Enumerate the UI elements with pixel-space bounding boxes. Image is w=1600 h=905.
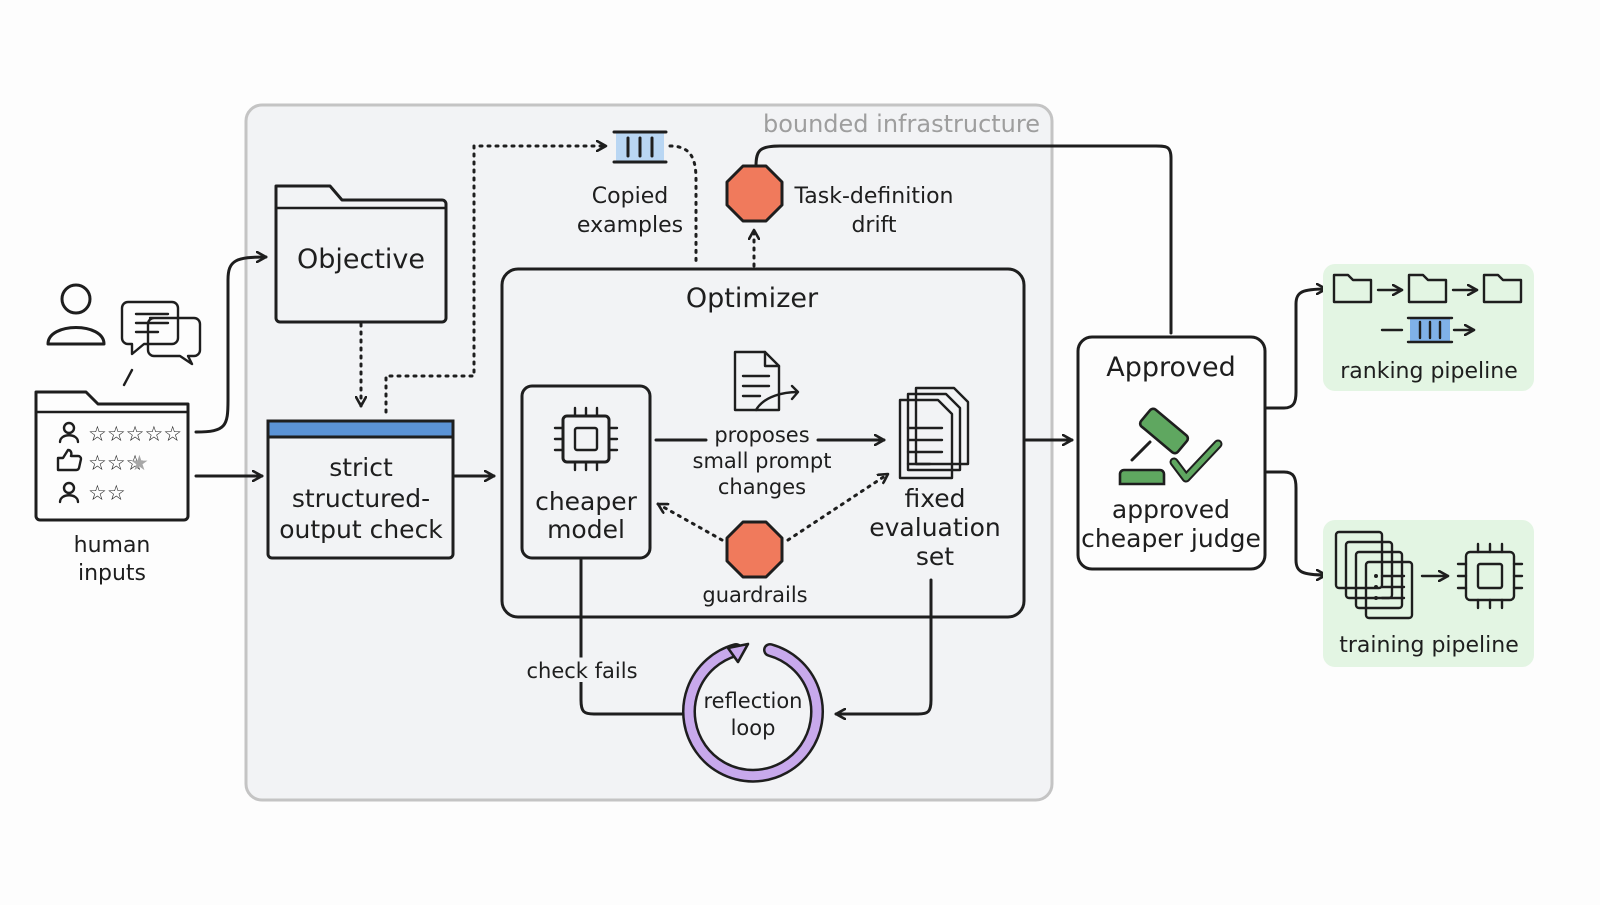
approved-judge-box: Approved approved cheaper judge xyxy=(1076,335,1267,571)
reflection-loop: check fails reflection loop xyxy=(522,558,933,783)
arrow-eval-set-to-loop xyxy=(834,578,933,714)
check-fails-label: check fails xyxy=(526,659,637,683)
task-definition-drift: Task-definition drift xyxy=(725,164,954,238)
arrow-approved-to-ranking xyxy=(1265,289,1328,410)
folder-icon-3 xyxy=(1482,273,1523,304)
dotted-line-copied-to-optimizer xyxy=(668,144,698,268)
check-label-line3: output check xyxy=(279,515,443,544)
thumbs-up-icon xyxy=(56,448,83,472)
optimizer-title: Optimizer xyxy=(686,283,819,314)
reflection-loop-line1: reflection xyxy=(703,689,802,713)
eval-set-line1: fixed xyxy=(904,484,965,513)
approved-judge-line1: approved xyxy=(1112,495,1230,524)
human-inputs-label-line1: human xyxy=(74,533,151,558)
bounded-infrastructure-label: bounded infrastructure xyxy=(763,110,1040,138)
svg-text:★: ★ xyxy=(130,451,149,475)
ratings-folder-icon: ☆☆☆☆☆ ☆☆☆ ★ ☆☆ xyxy=(34,390,190,522)
objective-label: Objective xyxy=(297,244,425,275)
cheaper-model: cheaper model xyxy=(520,384,652,560)
objective-folder: Objective xyxy=(274,184,448,324)
copied-examples-line1: Copied xyxy=(592,184,668,209)
optimizer-box: Optimizer cheaper model xyxy=(500,267,1026,619)
guardrails: guardrails xyxy=(702,520,808,607)
ranking-pipeline: ranking pipeline xyxy=(1323,264,1534,391)
chip-icon xyxy=(553,406,619,472)
chat-bubbles-icon xyxy=(120,300,202,366)
loop-cycle-icon xyxy=(684,645,822,781)
dotted-arrow-check-to-copied-examples xyxy=(384,146,608,414)
arrow-inputs-to-objective xyxy=(194,257,268,434)
approved-judge-line2: cheaper judge xyxy=(1081,524,1261,553)
eval-set-line3: set xyxy=(916,542,954,571)
copied-examples: Copied examples xyxy=(577,130,683,238)
check-label-line1: strict xyxy=(329,453,393,482)
guardrails-stop-icon xyxy=(725,520,784,579)
stop-sign-icon xyxy=(725,164,784,223)
folder-icon-1 xyxy=(1332,273,1373,304)
human-inputs-label-line2: inputs xyxy=(78,561,146,586)
reflection-loop-line2: loop xyxy=(731,716,776,740)
training-pipeline-label: training pipeline xyxy=(1339,633,1519,658)
cheaper-model-line2: model xyxy=(547,515,625,544)
svg-text:☆☆☆: ☆☆☆ xyxy=(88,451,144,475)
drift-label-line1: Task-definition xyxy=(794,184,954,209)
pipeline-queue-icon xyxy=(1380,316,1474,344)
copied-examples-line2: examples xyxy=(577,213,683,238)
guardrails-label: guardrails xyxy=(702,583,807,607)
svg-text:☆☆: ☆☆ xyxy=(88,481,126,505)
folder-icon-2 xyxy=(1407,273,1448,304)
check-label-line2: structured- xyxy=(292,484,430,513)
proposes-line1: proposes xyxy=(714,423,809,447)
person-icon xyxy=(46,283,106,346)
structured-output-check: strict structured- output check xyxy=(266,419,455,560)
proposes-line3: changes xyxy=(718,475,806,499)
line-check-fails xyxy=(579,558,684,716)
drift-label-line2: drift xyxy=(851,213,896,238)
document-stack-icon xyxy=(898,386,970,480)
gavel-check-icon xyxy=(1118,407,1223,486)
cheaper-model-line1: cheaper xyxy=(535,487,638,516)
eval-set-line2: evaluation xyxy=(869,513,1001,542)
training-chip-icon xyxy=(1456,542,1524,610)
proposes-line2: small prompt xyxy=(693,449,832,473)
line-approved-to-drift xyxy=(754,144,1173,335)
training-data-stack-icon xyxy=(1334,530,1414,620)
svg-text:☆☆☆☆☆: ☆☆☆☆☆ xyxy=(88,422,182,446)
training-pipeline: training pipeline xyxy=(1323,520,1534,667)
fixed-evaluation-set: fixed evaluation set xyxy=(869,386,1001,571)
prompt-document-icon xyxy=(733,350,800,412)
arrow-approved-to-training xyxy=(1265,470,1328,575)
human-inputs: ☆☆☆☆☆ ☆☆☆ ★ ☆☆ human inputs xyxy=(34,283,202,586)
ranking-pipeline-label: ranking pipeline xyxy=(1340,359,1518,384)
approved-title: Approved xyxy=(1106,352,1236,383)
examples-queue-icon xyxy=(612,130,668,164)
